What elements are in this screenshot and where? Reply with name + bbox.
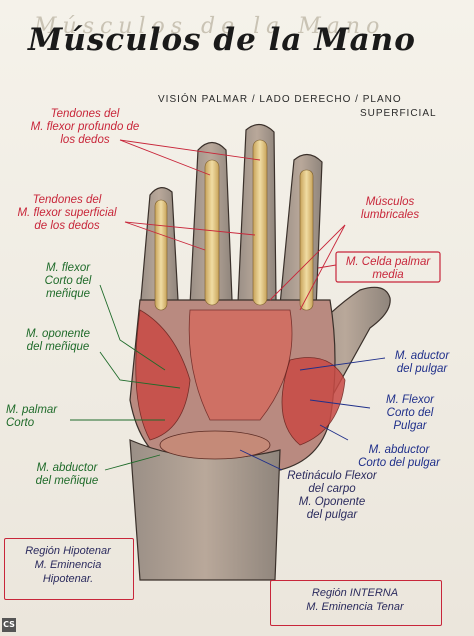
label-aductor-pulgar: M. aductor del pulgar — [394, 350, 450, 375]
hipotenar-box-text: Región Hipotenar M. Eminencia Hipotenar. — [25, 545, 111, 585]
label-flexor-profundo: Tendones del M. flexor profundo de los d… — [30, 108, 140, 146]
camscanner-badge: CS — [2, 618, 16, 632]
tendon-ring — [204, 159, 220, 306]
tendon-index — [299, 169, 314, 311]
central-palm — [188, 309, 293, 421]
page-title: Músculos de la Mano — [28, 22, 416, 58]
view-subtitle-2: SUPERFICIAL — [360, 108, 437, 119]
label-celda-palmar-media: M. Celda palmar media — [345, 256, 431, 281]
label-abductor-corto-pulgar: M. abductor Corto del pulgar — [358, 444, 440, 469]
label-abductor-menique: M. abductor del meñique — [35, 462, 99, 487]
tenar-box — [270, 580, 442, 626]
label-flexor-corto-menique: M. flexor Corto del meñique — [44, 262, 92, 300]
title-shadow: Músculos de la Mano — [34, 14, 386, 39]
label-lumbricales: Músculos lumbricales — [360, 196, 420, 221]
view-subtitle: VISIÓN PALMAR / LADO DERECHO / PLANO — [158, 94, 402, 105]
tendon-little — [154, 199, 168, 311]
label-flexor-corto-pulgar: M. Flexor Corto del Pulgar — [386, 394, 434, 432]
tenar-box-text: Región INTERNA M. Eminencia Tenar — [306, 587, 404, 613]
thenar-muscles — [281, 357, 346, 446]
label-retinaculo-oponente: Retináculo Flexor del carpo M. Oponente … — [287, 470, 377, 521]
hipotenar-box — [4, 538, 134, 600]
label-palmar-corto: M. palmar Corto — [6, 404, 58, 429]
tendon-middle — [252, 139, 268, 306]
label-flexor-superficial: Tendones del M. flexor superficial de lo… — [17, 194, 117, 232]
wrist — [129, 439, 281, 581]
label-oponente-menique: M. oponente del meñique — [26, 328, 90, 353]
celda-box-outline — [335, 251, 441, 283]
hypothenar-muscles — [135, 309, 191, 441]
retinaculum — [159, 430, 271, 460]
